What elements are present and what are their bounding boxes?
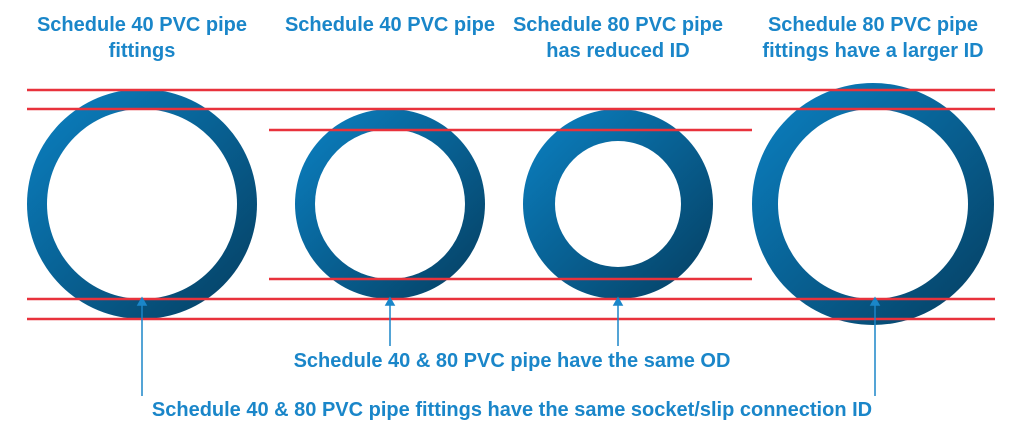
arrows [136, 296, 881, 396]
sch40-pipe-ring [295, 109, 485, 299]
guide-lines [27, 88, 995, 321]
title-sch40-fittings: Schedule 40 PVC pipe fittings [36, 14, 248, 62]
title-sch80-pipe: Schedule 80 PVC pipe has reduced ID [512, 14, 724, 62]
title-sch40-pipe: Schedule 40 PVC pipe [284, 14, 496, 36]
title-sch80-fittings: Schedule 80 PVC pipe fittings have a lar… [762, 14, 984, 62]
note-same-id: Schedule 40 & 80 PVC pipe fittings have … [151, 399, 873, 421]
sch80-fitting-ring [752, 83, 994, 325]
sch40-fitting-ring [27, 89, 257, 319]
sch80-pipe-ring [523, 109, 713, 299]
note-same-od: Schedule 40 & 80 PVC pipe have the same … [293, 350, 731, 372]
